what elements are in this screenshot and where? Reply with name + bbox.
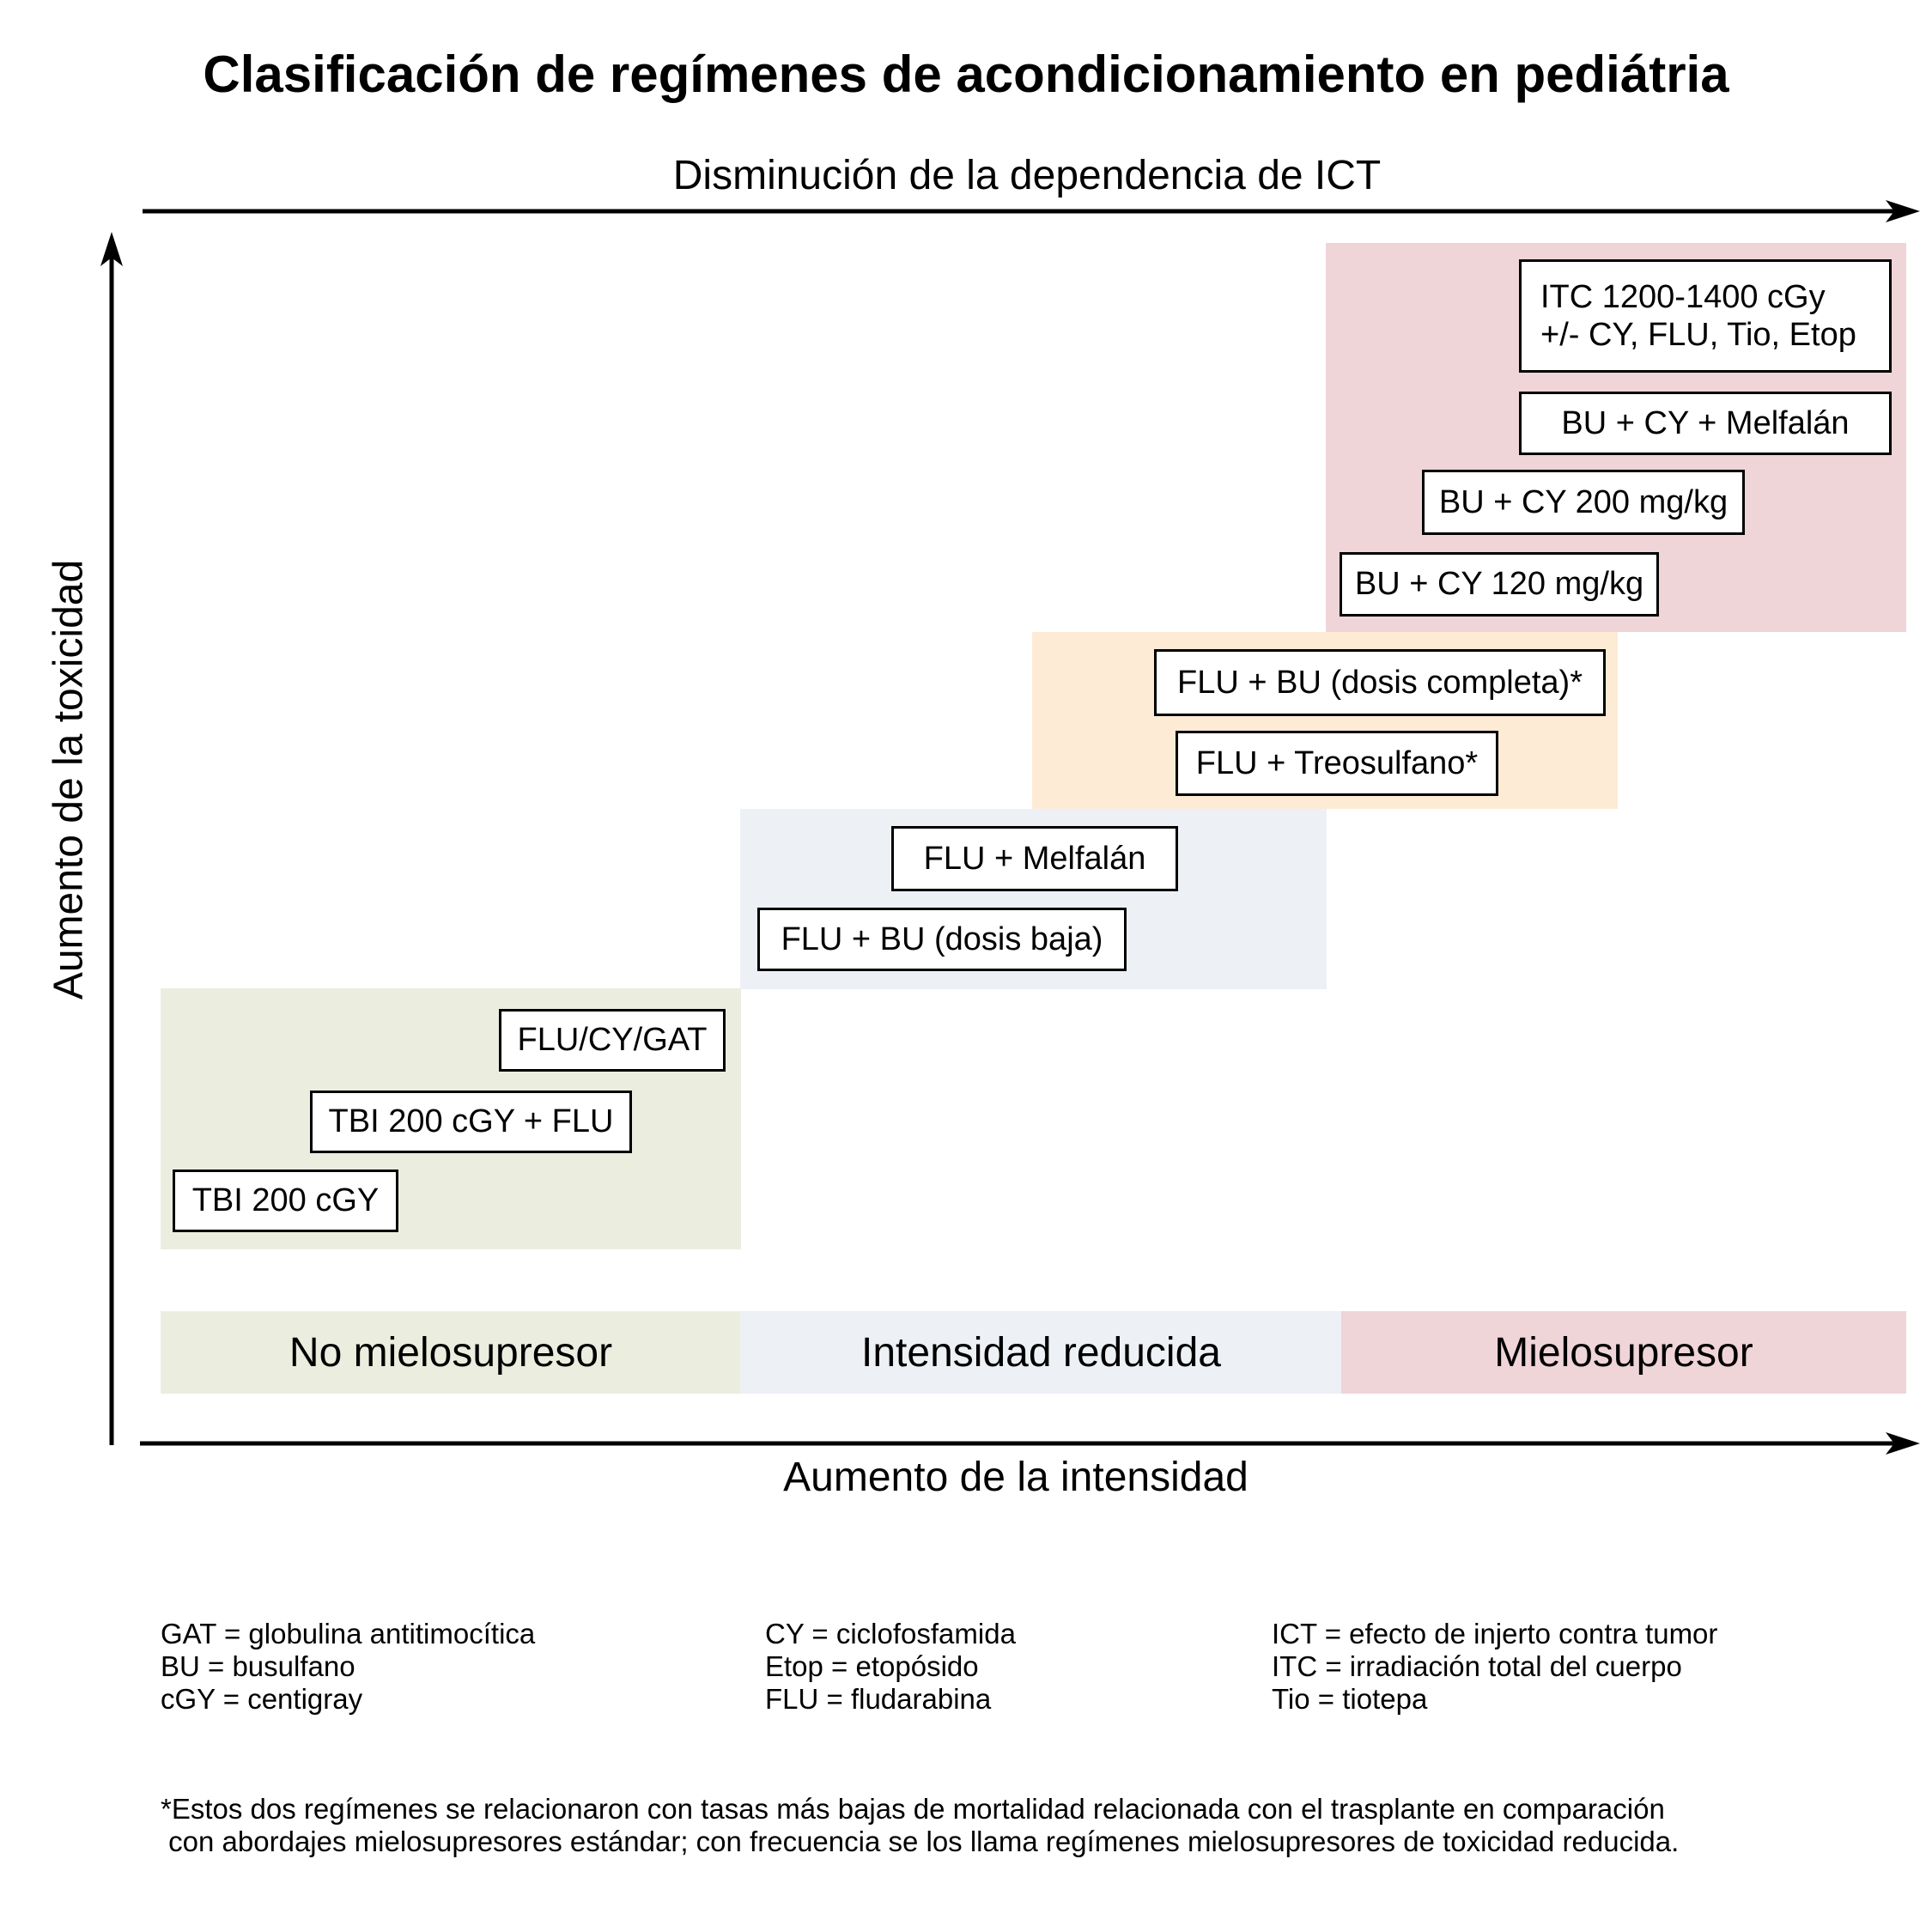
regimen-box: FLU + Treosulfano* [1176, 731, 1498, 796]
left-axis-text: Aumento de la toxicidad [46, 559, 92, 1000]
category-mielosupresor: Mielosupresor [1341, 1311, 1906, 1394]
page-title: Clasificación de regímenes de acondicion… [203, 46, 1729, 103]
top-arrow-head [1886, 200, 1920, 222]
top-axis-label: Disminución de la dependencia de ICT [672, 153, 1382, 198]
regimen-box: BU + CY 120 mg/kg [1340, 552, 1659, 617]
legend-column: ICT = efecto de injerto contra tumor ITC… [1272, 1618, 1717, 1716]
regimen-box: FLU + BU (dosis completa)* [1154, 649, 1606, 716]
category-no-mielosupresor: No mielosupresor [161, 1311, 741, 1394]
regimen-box-itc: ITC 1200-1400 cGy +/- CY, FLU, Tio, Etop [1519, 259, 1892, 373]
legend-item: CY = ciclofosfamida [765, 1618, 1016, 1649]
legend-item: FLU = fludarabina [765, 1683, 992, 1715]
legend-item: cGY = centigray [161, 1683, 363, 1715]
bottom-axis-label: Aumento de la intensidad [783, 1455, 1249, 1500]
regimen-box: TBI 200 cGY [173, 1170, 398, 1232]
legend-item: ICT = efecto de injerto contra tumor [1272, 1618, 1718, 1649]
itc-line-1: ITC 1200-1400 cGy [1540, 279, 1826, 315]
regimen-box: FLU + BU (dosis baja) [757, 908, 1127, 971]
regimen-box: BU + CY + Melfalán [1519, 392, 1892, 455]
legend-column: CY = ciclofosfamida Etop = etopósido FLU… [765, 1618, 1016, 1716]
regimen-box: BU + CY 200 mg/kg [1422, 470, 1745, 535]
category-intensidad-reducida: Intensidad reducida [740, 1311, 1342, 1394]
regimen-box: FLU + Melfalán [891, 826, 1178, 891]
legend-item: Tio = tiotepa [1272, 1683, 1428, 1715]
legend-item: ITC = irradiación total del cuerpo [1272, 1650, 1682, 1682]
legend-column: GAT = globulina antitimocítica BU = busu… [161, 1618, 535, 1716]
left-arrow-head [100, 232, 123, 266]
regimen-box: TBI 200 cGY + FLU [310, 1091, 632, 1153]
itc-line-2: +/- CY, FLU, Tio, Etop [1540, 317, 1856, 353]
regimen-box: FLU/CY/GAT [499, 1009, 726, 1072]
legend-item: GAT = globulina antitimocítica [161, 1618, 536, 1649]
bottom-arrow-head [1886, 1432, 1920, 1455]
legend-item: BU = busulfano [161, 1650, 355, 1682]
legend-item: Etop = etopósido [765, 1650, 979, 1682]
footnote: *Estos dos regímenes se relacionaron con… [161, 1793, 1680, 1857]
